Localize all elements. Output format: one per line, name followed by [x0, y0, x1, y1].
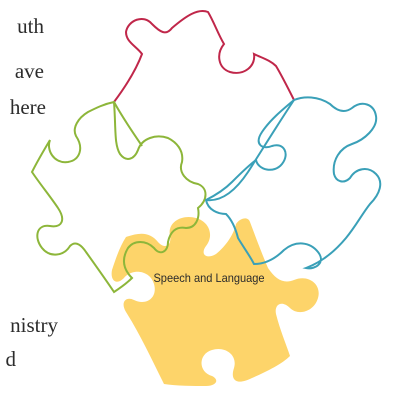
speech-and-language-label: Speech and Language	[153, 271, 265, 285]
yellow-puzzle-piece	[111, 216, 319, 386]
text-fragment-line-5: d	[0, 346, 17, 372]
text-fragment: nistry	[10, 313, 58, 337]
text-fragment-line-2: ave	[0, 58, 44, 84]
teal-puzzle-piece	[204, 96, 382, 270]
red-puzzle-piece	[113, 10, 295, 103]
text-fragment: ave	[14, 59, 44, 83]
green-puzzle-piece	[30, 100, 207, 294]
text-fragment: uth	[17, 14, 44, 38]
teal-edge-line	[205, 99, 295, 202]
text-fragment: d	[5, 347, 17, 371]
text-fragment-line-1: uth	[0, 13, 44, 39]
green-edge-line	[113, 101, 143, 147]
text-fragment: here	[9, 95, 46, 119]
text-fragment-line-3: here	[0, 94, 46, 120]
text-fragment-line-4: nistry	[0, 312, 58, 338]
